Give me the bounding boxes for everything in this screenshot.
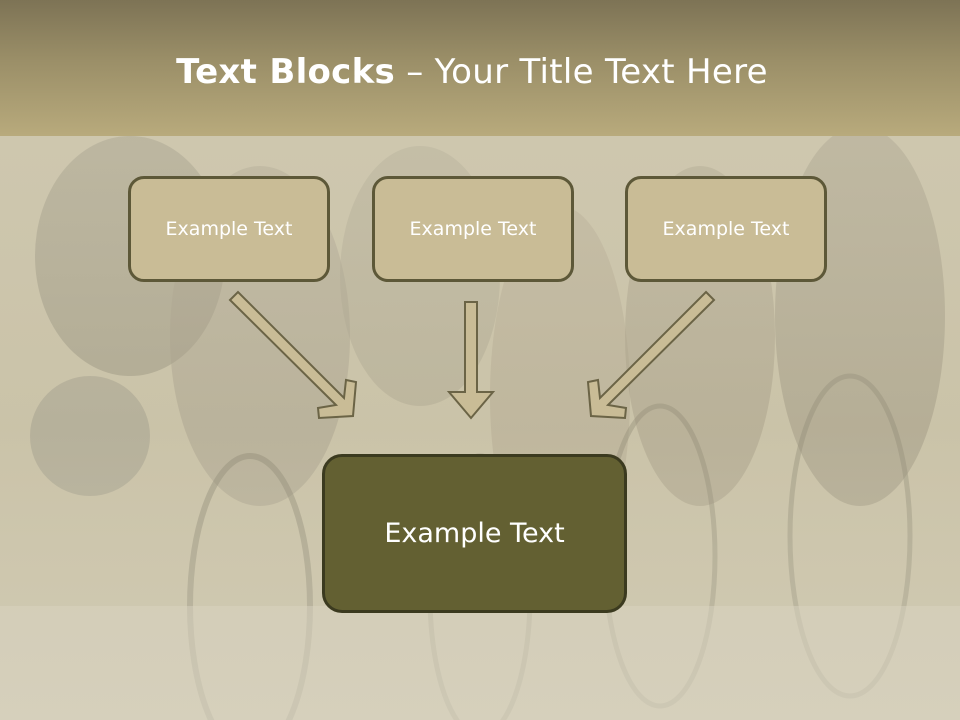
title-bold-part: Text Blocks [176, 52, 396, 92]
text-block-center[interactable]: Example Text [372, 176, 574, 282]
text-block-right-label: Example Text [662, 218, 790, 240]
title-band [0, 0, 960, 136]
text-block-center-label: Example Text [409, 218, 537, 240]
text-block-left-label: Example Text [165, 218, 293, 240]
slide-title: Text Blocks – Your Title Text Here [0, 52, 944, 92]
title-dash: – [395, 52, 435, 92]
text-block-left[interactable]: Example Text [128, 176, 330, 282]
text-block-main-label: Example Text [384, 518, 565, 549]
text-block-right[interactable]: Example Text [625, 176, 827, 282]
text-block-main[interactable]: Example Text [322, 454, 627, 613]
title-rest: Your Title Text Here [434, 52, 768, 92]
